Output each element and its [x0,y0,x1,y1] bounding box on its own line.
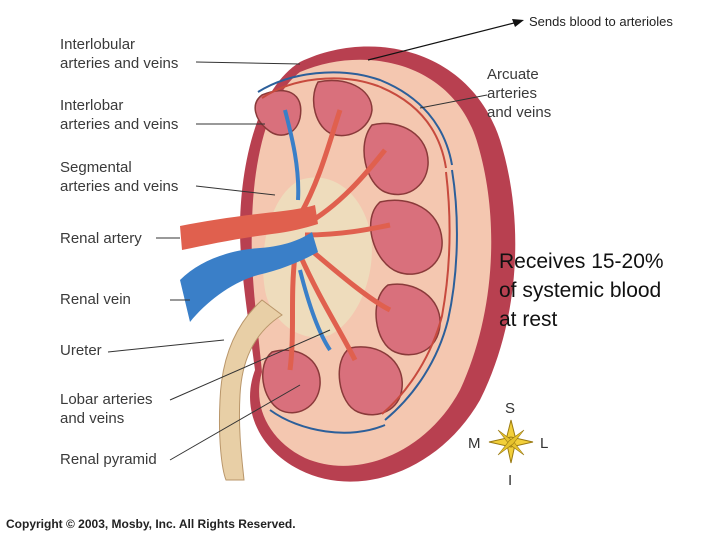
label-segmental: Segmental arteries and veins [60,159,179,195]
blood-supply-note: Receives 15-20% of systemic blood at res… [499,250,664,331]
label-leader-lines [107,61,488,461]
pyramid-2 [312,79,373,137]
label-ureter: Ureter [60,342,102,359]
pyramid-3 [363,122,429,196]
compass-star-icon [488,419,534,464]
label-renal-vein: Renal vein [60,291,131,308]
label-interlobar: Interlobar arteries and veins [60,97,179,133]
label-arcuate: Arcuate arteries and veins [487,66,552,121]
renal-pyramids [254,79,443,416]
arterioles-arrow-line [367,21,519,61]
pyramid-5 [375,283,441,356]
arcuate-vessels [257,71,458,434]
label-renal-artery: Renal artery [60,230,142,247]
label-renal-pyramid: Renal pyramid [60,451,157,468]
ureter [218,299,283,481]
compass-medial: M [468,435,481,452]
interlobar-vessels [283,109,392,371]
copyright-text: Copyright © 2003, Mosby, Inc. All Rights… [6,517,296,531]
compass-inferior: I [508,472,513,489]
pyramid-4 [369,199,443,275]
renal-vein [180,232,318,322]
label-interlobular: Interlobular arteries and veins [60,36,179,72]
pyramid-7 [262,349,321,414]
renal-artery [180,205,318,250]
compass-lateral: L [540,435,549,452]
compass-superior: S [505,400,516,417]
arterioles-note: Sends blood to arterioles [529,14,673,29]
arterioles-arrow-head [512,19,524,27]
label-lobar: Lobar arteries and veins [60,391,153,427]
